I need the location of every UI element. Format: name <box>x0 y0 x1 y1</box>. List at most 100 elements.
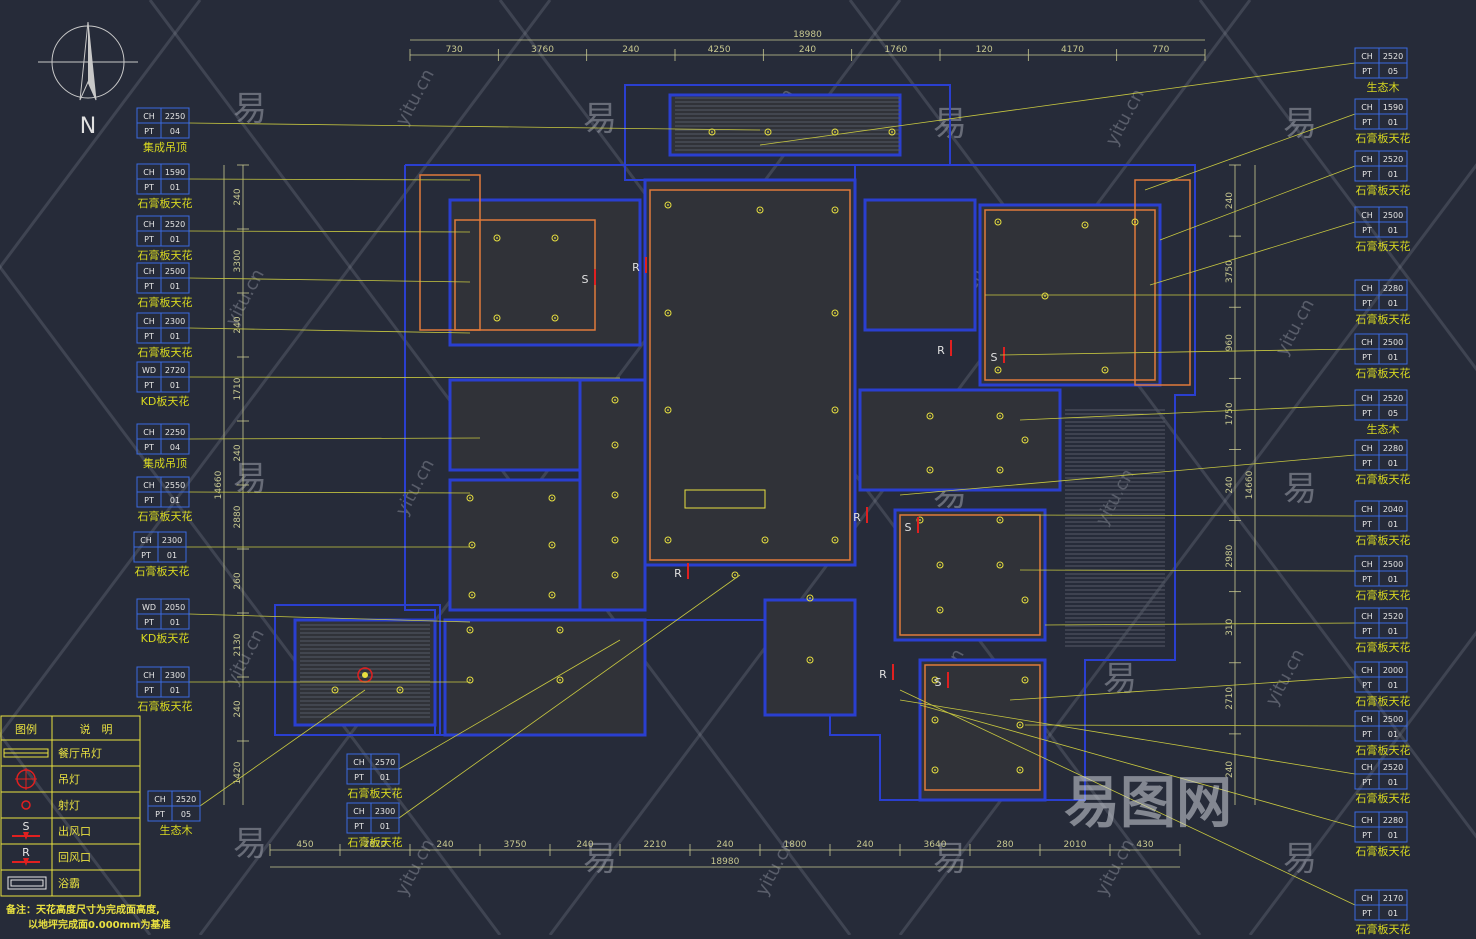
exterior-wall <box>404 164 1196 801</box>
spotlight-dot <box>554 317 556 319</box>
spotlight-icon <box>731 571 739 579</box>
ceiling-outline <box>899 514 1041 636</box>
spotlight-dot <box>999 564 1001 566</box>
supply-vent-letter: S <box>582 273 589 286</box>
spotlight-icon <box>664 309 672 317</box>
spotlight-icon <box>664 201 672 209</box>
left-tag-val-2: 01 <box>170 183 180 192</box>
left-tag-key-2: PT <box>144 443 154 452</box>
left-tag-key-2: PT <box>144 618 154 627</box>
logo-watermark: 易图网 <box>1064 771 1232 836</box>
right-tag-key-1: CH <box>1361 155 1373 164</box>
spotlight-dot <box>469 679 471 681</box>
dim-bottom-total-label: 18980 <box>711 857 740 867</box>
dim-bottom-label: 1800 <box>784 840 807 850</box>
spotlight-dot <box>667 312 669 314</box>
watermark-site: yitu.cn <box>392 65 439 129</box>
dim-left-label: 3300 <box>233 249 243 272</box>
left-tag-label: 石膏板天花 <box>138 248 193 262</box>
right-tag-key-1: CH <box>1361 505 1373 514</box>
dim-left-label: 240 <box>233 444 243 461</box>
supply-vent-letter: S <box>991 351 998 364</box>
spotlight-dot <box>711 131 713 133</box>
spotlight-icon <box>931 766 939 774</box>
right-tag-val-1: 2520 <box>1383 155 1403 164</box>
left-tag-val-2: 01 <box>170 496 180 505</box>
right-tag-label: 石膏板天花 <box>1356 743 1411 757</box>
spotlight-icon <box>551 234 559 242</box>
right-tag-val-1: 2520 <box>1383 52 1403 61</box>
bottom-tag-label: 石膏板天花 <box>348 835 403 849</box>
return-vent-letter: R <box>632 261 640 274</box>
spotlight-icon <box>1016 766 1024 774</box>
bottom-tag-key-2: PT <box>354 773 364 782</box>
right-tag-val-2: 01 <box>1388 226 1398 235</box>
spotlight-dot <box>559 629 561 631</box>
left-tag-leader <box>188 277 471 283</box>
right-tag-label: 石膏板天花 <box>1356 131 1411 145</box>
left-tag-val-2: 01 <box>170 235 180 244</box>
left-tag-key-2: PT <box>144 496 154 505</box>
spotlight-dot <box>667 409 669 411</box>
spotlight-icon <box>1021 596 1029 604</box>
right-tag-key-2: PT <box>1362 226 1372 235</box>
spotlight-dot <box>334 689 336 691</box>
spotlight-icon <box>996 516 1004 524</box>
right-tag-leader <box>1019 514 1356 517</box>
right-tag-key-2: PT <box>1362 459 1372 468</box>
watermark-char: 易 <box>583 839 617 879</box>
right-tag-leader <box>899 689 1356 906</box>
room-bathroom-w <box>448 378 582 472</box>
spotlight-dot <box>999 469 1001 471</box>
dim-top-label: 3760 <box>531 45 554 55</box>
bottom-tag-key-1: CH <box>154 795 166 804</box>
spotlight-icon <box>611 491 619 499</box>
right-tag-leader <box>1144 113 1356 191</box>
left-tag-key-1: WD <box>142 366 156 375</box>
return-vent-letter: R <box>879 668 887 681</box>
right-tag-key-1: CH <box>1361 894 1373 903</box>
left-tag-key-1: CH <box>143 671 155 680</box>
right-tag-key-1: CH <box>1361 666 1373 675</box>
bottom-tag-leader <box>398 574 741 819</box>
spotlight-dot <box>1024 439 1026 441</box>
left-tag-key-1: CH <box>143 168 155 177</box>
bottom-tag-leader <box>199 689 366 807</box>
right-tag-leader <box>759 62 1356 146</box>
right-tag-key-1: CH <box>1361 211 1373 220</box>
dim-bottom-label: 430 <box>1136 840 1153 850</box>
left-tag-leader <box>188 376 621 379</box>
spotlight-dot <box>614 574 616 576</box>
right-tag-key-2: PT <box>1362 575 1372 584</box>
room-closet <box>858 388 1062 492</box>
spotlight-dot <box>1019 769 1021 771</box>
bottom-tag-key-2: PT <box>354 822 364 831</box>
right-tag-val-1: 2280 <box>1383 816 1403 825</box>
spotlight-icon <box>996 412 1004 420</box>
spotlight-dot <box>997 369 999 371</box>
spotlight-dot <box>551 544 553 546</box>
right-tag-leader <box>1019 569 1356 572</box>
spotlight-icon <box>548 494 556 502</box>
spotlight-dot <box>471 594 473 596</box>
right-tag-label: 石膏板天花 <box>1356 588 1411 602</box>
spotlight-icon <box>1021 676 1029 684</box>
left-tag-key-2: PT <box>144 282 154 291</box>
watermark-stroke <box>1248 630 1476 936</box>
spotlight-dot <box>834 131 836 133</box>
spotlight-icon <box>926 412 934 420</box>
right-tag-key-2: PT <box>1362 627 1372 636</box>
north-arrow: N <box>38 21 138 139</box>
dim-bottom-label: 240 <box>436 840 453 850</box>
spotlight-icon <box>936 561 944 569</box>
right-tag-key-1: CH <box>1361 284 1373 293</box>
right-tag-val-1: 2500 <box>1383 211 1403 220</box>
